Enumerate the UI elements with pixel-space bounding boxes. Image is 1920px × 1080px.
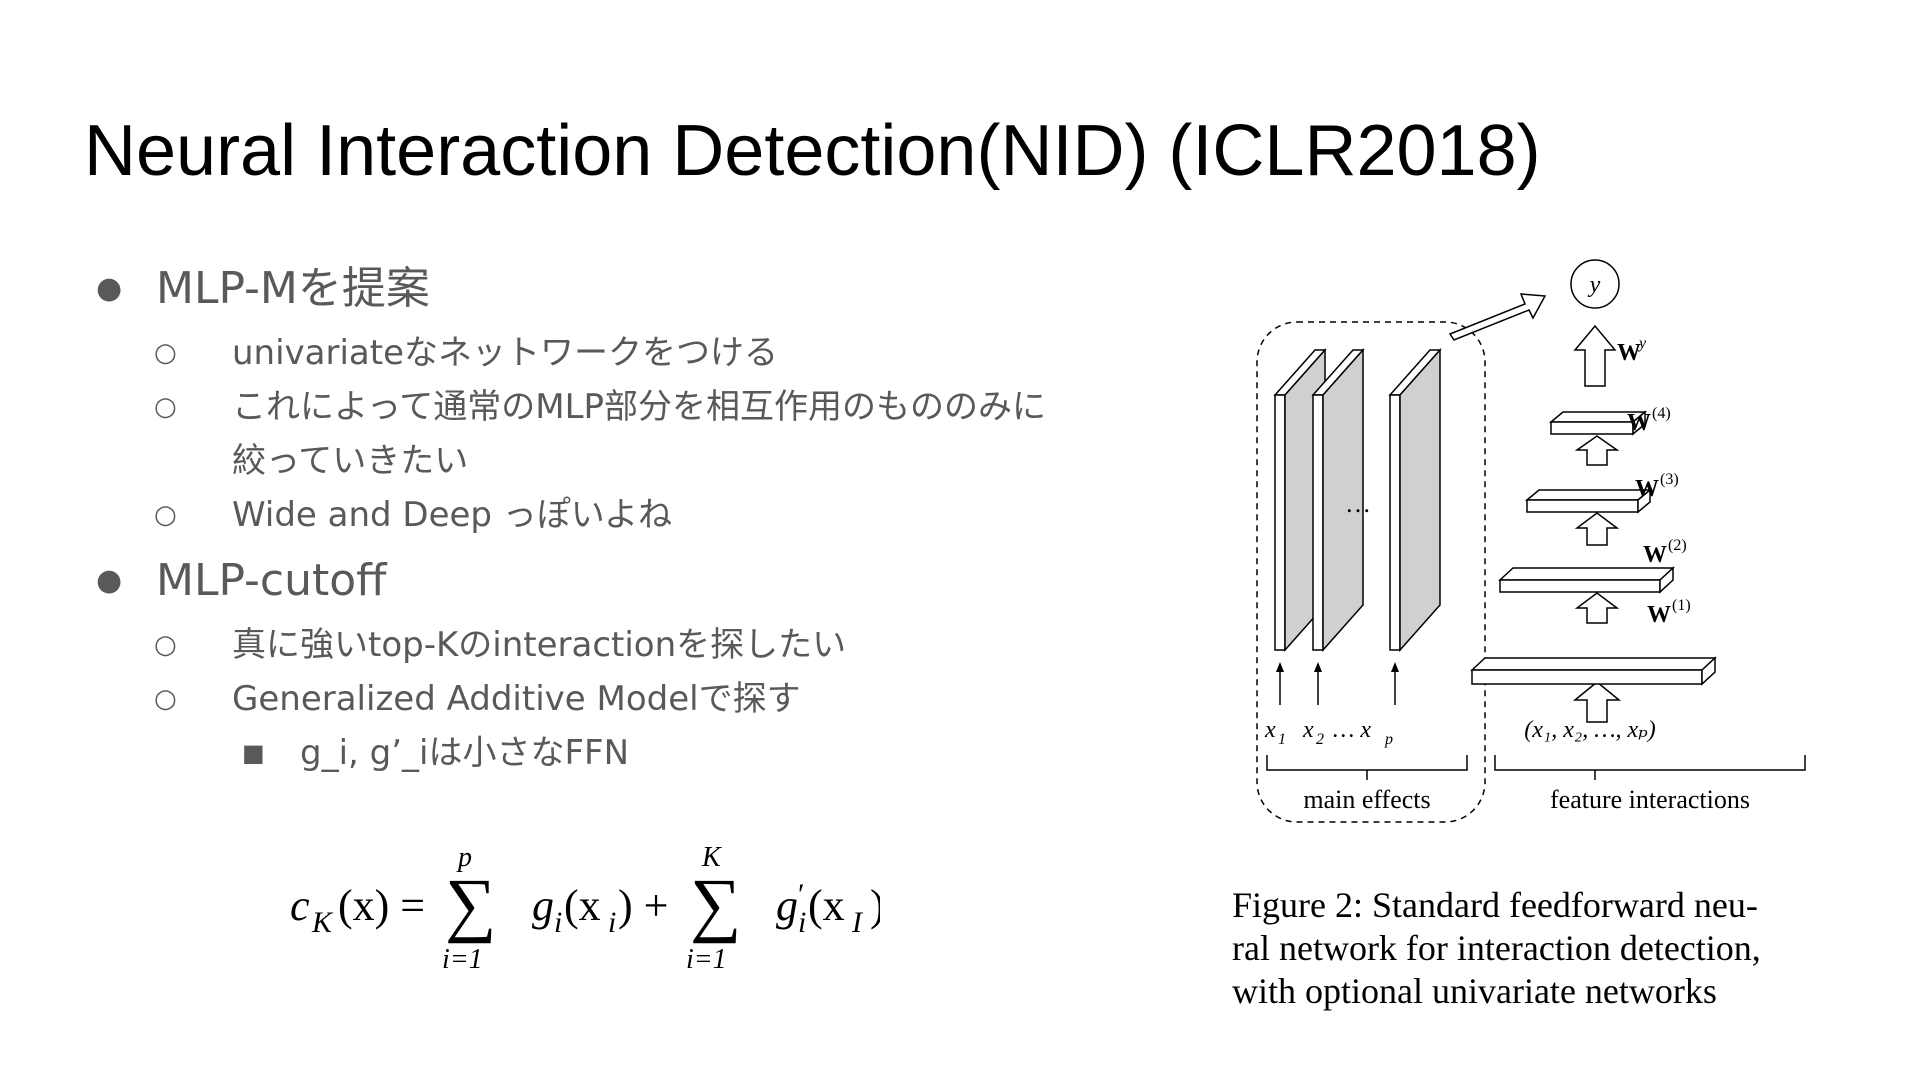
input-x1-sub: 1 bbox=[1278, 731, 1286, 748]
sub-bullet-text: univariateなネットワークをつける bbox=[232, 333, 779, 373]
bullet-mlp-m: ● MLP-Mを提案 bbox=[96, 262, 1136, 316]
univariate-panels bbox=[1273, 348, 1442, 652]
weight-w4: W bbox=[1627, 410, 1651, 436]
term1-arg-sub: i bbox=[608, 906, 616, 939]
bullet-ring-icon: ○ bbox=[154, 392, 177, 422]
caption-line: ral network for interaction detection, bbox=[1232, 928, 1761, 968]
term2-sup: ′ bbox=[798, 878, 805, 911]
figure-caption: Figure 2: Standard feedforward neu- ral … bbox=[1232, 884, 1872, 1013]
interaction-input: (x₁, x₂, …, xₚ) bbox=[1524, 717, 1656, 743]
weight-w3: W bbox=[1635, 476, 1659, 502]
input-xp: … x bbox=[1333, 717, 1371, 743]
bullet-ring-icon: ○ bbox=[154, 684, 177, 714]
formula-lhs: c bbox=[290, 881, 310, 930]
input-xp-sub: p bbox=[1384, 731, 1393, 748]
sub-bullet-text: Wide and Deep っぽいよね bbox=[232, 495, 673, 535]
bullet-mlp-cutoff: ● MLP-cutoff bbox=[96, 554, 1136, 608]
bullet-dot-icon: ● bbox=[96, 563, 123, 598]
input-x1: x bbox=[1264, 717, 1276, 743]
term1-arg: (x bbox=[564, 881, 601, 930]
bullet-list: ● MLP-Mを提案 ○ univariateなネットワークをつける ○ これに… bbox=[96, 262, 1136, 780]
term2-close: ) bbox=[870, 881, 880, 930]
caption-line: Figure 2: Standard feedforward neu- bbox=[1232, 885, 1758, 925]
sub-bullet-text: 絞っていきたい bbox=[232, 441, 469, 481]
sum1-lower: i=1 bbox=[442, 944, 483, 975]
sum2-upper: K bbox=[701, 842, 722, 873]
term1-sub: i bbox=[554, 906, 562, 939]
weight-wy: W bbox=[1617, 340, 1641, 366]
sum1-upper: p bbox=[456, 842, 472, 873]
sub-sub-bullet-text: g_i, g’_iは小さなFFN bbox=[300, 733, 630, 773]
sum2-sigma: ∑ bbox=[690, 864, 741, 944]
weight-wy-sup: y bbox=[1637, 335, 1647, 352]
feature-interactions-brace bbox=[1494, 755, 1806, 780]
term1-close: ) + bbox=[618, 881, 668, 930]
weight-w2-sup: (2) bbox=[1668, 537, 1687, 554]
slide-title: Neural Interaction Detection(NID) (ICLR2… bbox=[84, 111, 1541, 191]
sub-bullet-continuation: 絞っていきたい bbox=[232, 434, 1136, 488]
weight-w1-sup: (1) bbox=[1672, 597, 1691, 614]
weight-w2: W bbox=[1643, 542, 1667, 568]
input-arrows bbox=[1276, 662, 1399, 705]
sub-bullet: ○ これによって通常のMLP部分を相互作用のもののみに bbox=[154, 380, 1136, 434]
term1: g bbox=[532, 881, 554, 930]
hidden-layers bbox=[1470, 410, 1717, 686]
main-effects-dashed-box bbox=[1256, 321, 1486, 823]
formula-lhs-sub: K bbox=[311, 906, 334, 939]
output-node bbox=[1570, 259, 1620, 309]
feature-interactions-label: feature interactions bbox=[1550, 785, 1750, 814]
sub-bullet-text: これによって通常のMLP部分を相互作用のもののみに bbox=[232, 387, 1047, 427]
sub-bullet: ○ Wide and Deep っぽいよね bbox=[154, 488, 1136, 542]
bullet-square-icon: ■ bbox=[242, 739, 265, 767]
term2-arg-sub: I bbox=[851, 906, 864, 939]
bullet-ring-icon: ○ bbox=[154, 500, 177, 530]
weight-w1: W bbox=[1647, 602, 1671, 628]
output-label: y bbox=[1588, 272, 1601, 298]
term2-arg: (x bbox=[808, 881, 845, 930]
sum2-lower: i=1 bbox=[686, 944, 727, 975]
panels-ellipsis: … bbox=[1345, 489, 1371, 518]
input-x2-sub: 2 bbox=[1316, 731, 1324, 748]
term2: g bbox=[776, 881, 798, 930]
cutoff-formula: c K (x) = p ∑ i=1 g i (x i ) + K ∑ i=1 g… bbox=[290, 842, 880, 975]
sub-bullet-text: Generalized Additive Modelで探す bbox=[232, 679, 801, 719]
weight-w3-sup: (3) bbox=[1660, 471, 1679, 488]
main-effects-brace bbox=[1266, 755, 1468, 780]
caption-line: with optional univariate networks bbox=[1232, 971, 1717, 1011]
bullet-ring-icon: ○ bbox=[154, 630, 177, 660]
sum1-sigma: ∑ bbox=[445, 864, 496, 944]
diagonal-arrow-icon bbox=[1448, 293, 1547, 341]
up-arrows bbox=[1572, 324, 1622, 723]
sub-bullet: ○ univariateなネットワークをつける bbox=[154, 326, 1136, 380]
nid-architecture-figure: … x 1 x 2 … x p main effects y bbox=[1256, 259, 1806, 823]
term2-sub: i bbox=[798, 906, 806, 939]
main-effects-label: main effects bbox=[1303, 785, 1430, 814]
sub-bullet-text: 真に強いtop-Kのinteractionを探したい bbox=[232, 625, 847, 665]
sub-bullet: ○ Generalized Additive Modelで探す bbox=[154, 672, 1136, 726]
formula-lhs-arg: (x) = bbox=[338, 881, 425, 930]
bullet-text: MLP-Mを提案 bbox=[156, 263, 430, 314]
sub-bullet: ○ 真に強いtop-Kのinteractionを探したい bbox=[154, 618, 1136, 672]
bullet-dot-icon: ● bbox=[96, 271, 123, 306]
bullet-text: MLP-cutoff bbox=[156, 555, 387, 606]
bullet-ring-icon: ○ bbox=[154, 338, 177, 368]
weight-w4-sup: (4) bbox=[1652, 405, 1671, 422]
sub-sub-bullet: ■ g_i, g’_iは小さなFFN bbox=[242, 726, 1136, 780]
input-x2: x bbox=[1302, 717, 1314, 743]
